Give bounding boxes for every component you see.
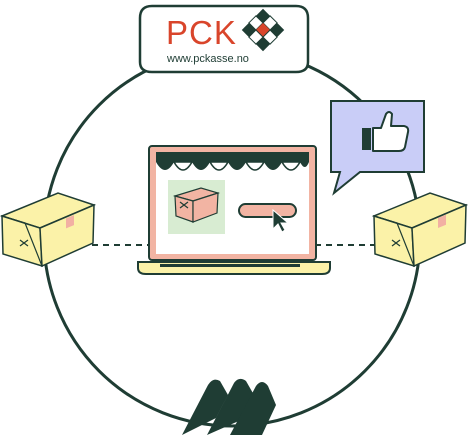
pck-checker-icon (241, 8, 285, 52)
parcel-box-right (371, 192, 468, 268)
shop-awning (156, 152, 309, 171)
pck-logo-badge: PCK www.pckasse.no (138, 4, 310, 74)
cursor-icon (272, 208, 290, 233)
laptop-keyboard (137, 261, 331, 275)
pck-domain: www.pckasse.no (166, 53, 249, 65)
product-card (168, 180, 225, 234)
laptop-webshop (137, 145, 331, 275)
add-to-cart-pill (238, 203, 297, 218)
product-box-icon (172, 187, 221, 223)
pck-wordmark: PCK (166, 14, 237, 51)
like-bubble (330, 100, 425, 196)
parcel-box-left (0, 192, 97, 268)
m-logo-icon (182, 378, 276, 435)
thumbs-up-icon (362, 111, 410, 152)
